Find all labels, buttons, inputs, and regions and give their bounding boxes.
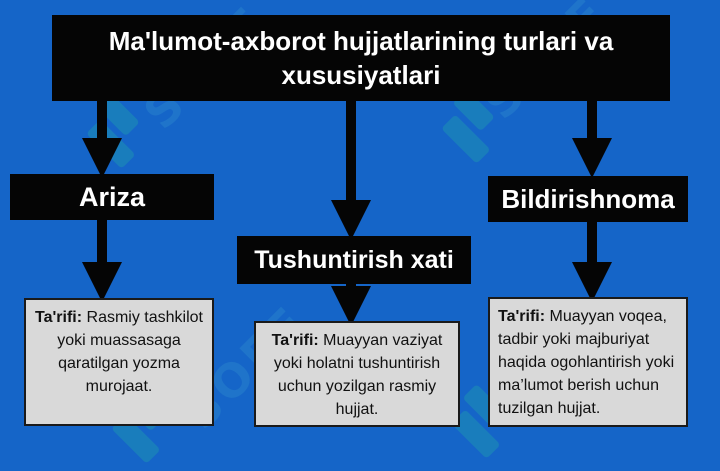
- node-heading-bildirishnoma: Bildirishnoma: [488, 176, 688, 222]
- node-description-bildirishnoma: Ta'rifi: Muayyan voqea, tadbir yoki majb…: [488, 297, 688, 427]
- description-label: Ta'rifi:: [498, 308, 550, 325]
- description-label: Ta'rifi:: [35, 309, 87, 326]
- description-text: Muayyan voqea, tadbir yoki majburiyat ha…: [498, 308, 675, 417]
- node-heading-tushuntirish: Tushuntirish xati: [237, 236, 471, 284]
- connector-arrows: [82, 100, 612, 326]
- node-heading-text: Tushuntirish xati: [254, 245, 454, 274]
- node-heading-text: Ariza: [78, 181, 146, 212]
- description-text: Rasmiy tashkilot yoki muassasaga qaratil…: [57, 309, 203, 395]
- description-text: Muayyan vaziyat yoki holatni tushuntiris…: [273, 332, 443, 418]
- node-description-tushuntirish: Ta'rifi: Muayyan vaziyat yoki holatni tu…: [254, 321, 460, 427]
- node-heading-ariza: Ariza: [10, 174, 214, 220]
- node-description-ariza: Ta'rifi: Rasmiy tashkilot yoki muassasag…: [24, 298, 214, 426]
- diagram-title: Ma'lumot-axborot hujjatlarining turlari …: [52, 15, 670, 101]
- diagram-title-text: Ma'lumot-axborot hujjatlarining turlari …: [108, 26, 614, 90]
- node-heading-text: Bildirishnoma: [501, 183, 675, 214]
- description-label: Ta'rifi:: [271, 332, 324, 349]
